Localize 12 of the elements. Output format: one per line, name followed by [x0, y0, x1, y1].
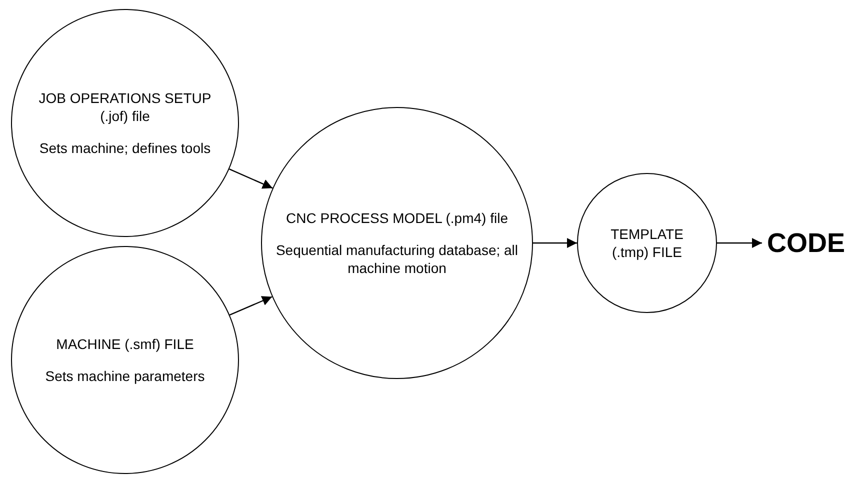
- arrow: [229, 168, 273, 189]
- file-title: TEMPLATE (.tmp) FILE: [610, 225, 684, 261]
- arrow: [717, 238, 762, 248]
- file-description: Sets machine parameters: [45, 367, 205, 385]
- file-title: CNC PROCESS MODEL (.pm4) file: [286, 209, 508, 227]
- arrow: [533, 238, 577, 248]
- output-label: CODE: [766, 228, 845, 258]
- file-description: Sets machine; defines tools: [39, 139, 211, 157]
- arrow: [229, 296, 272, 316]
- file-title: JOB OPERATIONS SETUP (.jof) file: [38, 89, 212, 125]
- file-title: MACHINE (.smf) FILE: [56, 335, 194, 353]
- file-description: Sequential manufacturing database; all machine motion: [274, 241, 520, 277]
